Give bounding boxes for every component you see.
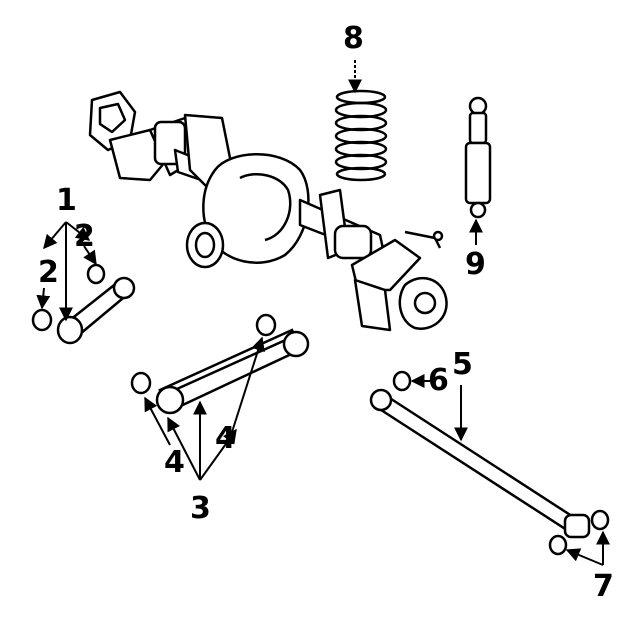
callout-2b: 2 xyxy=(38,255,59,290)
track-bar-bushing-lower xyxy=(548,534,568,556)
bushing-right xyxy=(86,263,106,285)
callout-4a: 4 xyxy=(164,445,185,480)
leader-arrows xyxy=(36,60,610,566)
track-bar-bushing xyxy=(392,370,412,392)
bushing-left xyxy=(31,308,53,332)
callout-3: 3 xyxy=(190,491,211,526)
callout-4b: 4 xyxy=(215,421,236,456)
shock-absorber xyxy=(464,96,492,219)
callout-6: 6 xyxy=(428,363,449,398)
track-bar xyxy=(369,370,610,556)
callout-8: 8 xyxy=(343,21,364,56)
track-bar-bushing-upper xyxy=(590,509,610,531)
rear-axle-housing xyxy=(88,90,448,332)
callout-9: 9 xyxy=(465,247,486,282)
bushing-front xyxy=(130,371,152,395)
upper-control-arm xyxy=(31,263,136,345)
bushing-rear xyxy=(255,313,277,337)
callout-5: 5 xyxy=(452,347,473,382)
callout-7: 7 xyxy=(593,569,614,604)
lower-control-arm xyxy=(130,313,310,415)
coil-spring xyxy=(334,89,388,182)
callout-2a: 2 xyxy=(74,219,95,254)
callout-1: 1 xyxy=(56,183,77,218)
